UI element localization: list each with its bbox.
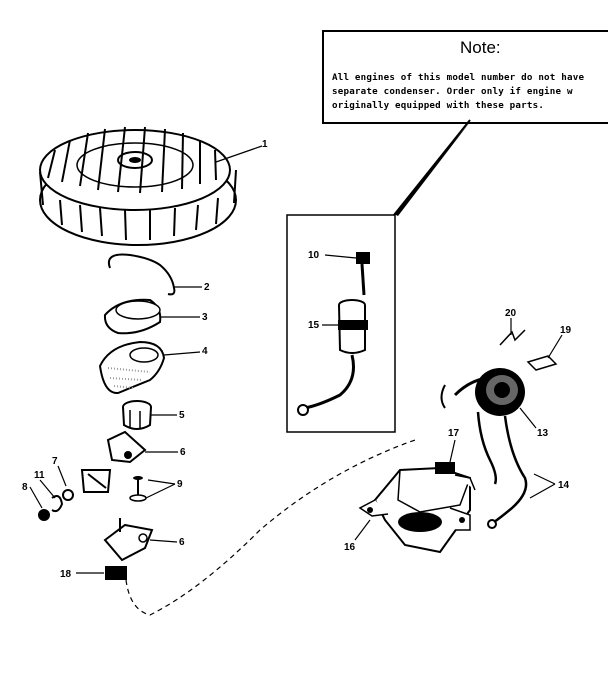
callout-5: 5 [179,410,185,421]
callout-3: 3 [202,312,208,323]
gasket-part [98,340,166,395]
coil-bracket-part [358,462,476,554]
flywheel-part [39,126,237,246]
note-line-3: originally equipped with these parts. [332,100,545,111]
ignition-coil-part [440,368,525,416]
dashed-guide-line [125,439,416,616]
breaker-points-part [80,469,112,493]
callout-17: 17 [448,428,460,439]
wire-clip-part [499,329,526,346]
note-line-1: All engines of this model number do not … [332,72,585,83]
spring-part [51,495,64,513]
callout-8: 8 [22,482,28,493]
coil-wires-part [476,411,528,529]
callout-11: 11 [34,470,45,481]
callout-6: 6 [180,447,186,458]
callout-1: 1 [262,139,268,150]
callout-15: 15 [308,320,320,331]
spring-clip-part [108,253,176,296]
callout-14: 14 [558,480,570,491]
callout-2: 2 [204,282,210,293]
note-box: Note: All engines of this model number d… [322,30,608,124]
breaker-arm-part [106,430,147,464]
callout-10: 10 [308,250,320,261]
block-part [105,566,127,580]
bracket-plate-part [103,518,154,562]
cover-part [103,298,162,335]
callout-4: 4 [202,346,208,357]
screw-parts [129,476,147,502]
callout-13: 13 [537,428,549,439]
callout-9: 9 [177,479,183,490]
terminal-part [526,355,558,371]
condenser-screw-part [356,252,370,296]
washer-part [62,489,74,501]
callout-18: 18 [60,569,72,580]
bushing-part [122,400,152,430]
callout-16: 16 [344,542,356,553]
callout-19: 19 [560,325,572,336]
callout-6-lower: 6 [179,537,185,548]
note-title: Note: [460,38,501,57]
callout-20: 20 [505,308,517,319]
condenser-inset-box [286,214,396,433]
callout-7: 7 [52,456,58,467]
note-line-2: separate condenser. Order only if engine… [332,86,573,97]
nut-part [38,509,50,521]
condenser-part [297,299,368,416]
